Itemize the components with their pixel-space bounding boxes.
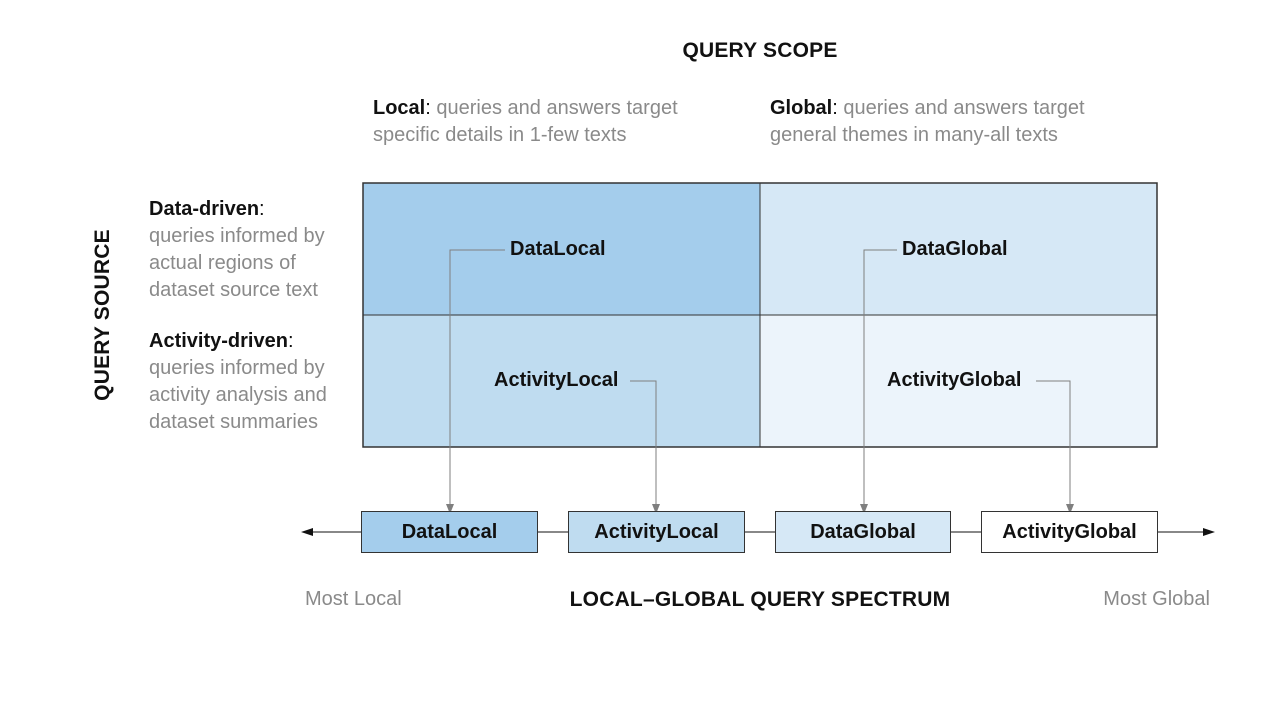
scope-global-text-1: queries and answers target [837, 97, 1085, 119]
source-activity-description: Activity-driven: queries informed by act… [149, 328, 359, 436]
scope-global-name: Global [770, 97, 833, 119]
most-local-label: Most Local [305, 588, 402, 610]
source-data-line-2: actual regions of [149, 252, 296, 274]
source-data-description: Data-driven: queries informed by actual … [149, 196, 359, 304]
most-global-label: Most Global [1103, 588, 1210, 610]
cell-activity-local-bg [363, 315, 760, 447]
spectrum-box-activity-local: ActivityLocal [568, 511, 745, 553]
scope-local-text-2: specific details in 1-few texts [373, 124, 627, 146]
scope-local-name: Local [373, 97, 426, 119]
spectrum-box-data-local: DataLocal [361, 511, 538, 553]
source-data-name: Data-driven [149, 198, 260, 220]
connector-activity-local [630, 380, 660, 514]
connector-data-global [860, 249, 897, 514]
scope-local-description: Local: queries and answers target specif… [373, 95, 753, 149]
spectrum-box-data-global: DataGlobal [775, 511, 951, 553]
scope-global-text-2: general themes in many-all texts [770, 124, 1058, 146]
cell-data-global-label: DataGlobal [902, 238, 1008, 260]
connector-data-local [446, 249, 505, 514]
spectrum-title: LOCAL–GLOBAL QUERY SPECTRUM [569, 588, 951, 611]
source-activity-sep: : [287, 330, 294, 352]
cell-activity-global-label: ActivityGlobal [887, 369, 1022, 391]
cell-data-local-bg [363, 183, 760, 315]
source-activity-line-2: activity analysis and [149, 384, 327, 406]
cell-data-local-label: DataLocal [510, 238, 606, 260]
source-activity-line-1: queries informed by [149, 357, 325, 379]
query-scope-title: QUERY SCOPE [682, 39, 838, 62]
source-data-sep: : [259, 198, 265, 220]
source-activity-name: Activity-driven [149, 330, 288, 352]
cell-data-global-bg [760, 183, 1157, 315]
source-activity-line-3: dataset summaries [149, 411, 318, 433]
cell-activity-local-label: ActivityLocal [494, 369, 619, 391]
spectrum-box-activity-global: ActivityGlobal [981, 511, 1158, 553]
scope-local-text-1: queries and answers target [430, 97, 678, 119]
scope-global-sep: : [832, 97, 838, 119]
connector-activity-global [1036, 380, 1074, 514]
source-data-line-1: queries informed by [149, 225, 325, 247]
cell-activity-global-bg [760, 315, 1157, 447]
scope-local-sep: : [425, 97, 431, 119]
query-source-title: QUERY SOURCE [91, 229, 114, 401]
source-data-line-3: dataset source text [149, 279, 318, 301]
scope-global-description: Global: queries and answers target gener… [770, 95, 1150, 149]
